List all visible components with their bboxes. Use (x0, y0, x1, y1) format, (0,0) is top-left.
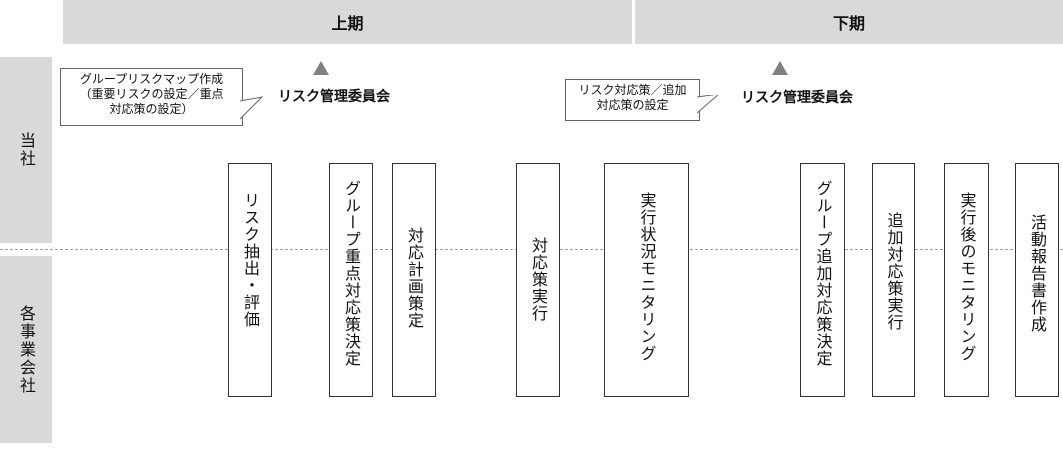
step-box: 実行状況モニタリング (604, 163, 689, 397)
step-box: グループ重点対応策決定 (329, 163, 373, 397)
first-half-header: 上期 (63, 0, 632, 44)
row-label-company: 当社 (0, 57, 52, 243)
row-label-subsidiaries: 各事業会社 (0, 256, 52, 443)
step-box: 追加対応策実行 (872, 163, 915, 397)
callout-risk-map: グループリスクマップ作成 （重要リスクの設定／重点 対応策の設定） (60, 68, 243, 126)
callout-pointer (697, 95, 719, 114)
step-box: 実行後のモニタリング (944, 163, 989, 397)
second-half-header: 下期 (635, 0, 1063, 44)
step-box: リスク抽出・評価 (228, 163, 272, 397)
committee-label: リスク管理委員会 (741, 90, 853, 106)
triangle-marker-icon (313, 61, 329, 75)
triangle-marker-icon (772, 61, 788, 75)
step-box: 対応策実行 (516, 163, 560, 397)
step-box: 活動報告書作成 (1015, 163, 1059, 397)
step-box: 対応計画策定 (392, 163, 436, 397)
callout-countermeasure: リスク対応策／追加 対応策の設定 (565, 79, 700, 121)
committee-label: リスク管理委員会 (278, 89, 390, 105)
callout-pointer (240, 96, 264, 120)
step-box: グループ追加対応策決定 (800, 163, 845, 397)
